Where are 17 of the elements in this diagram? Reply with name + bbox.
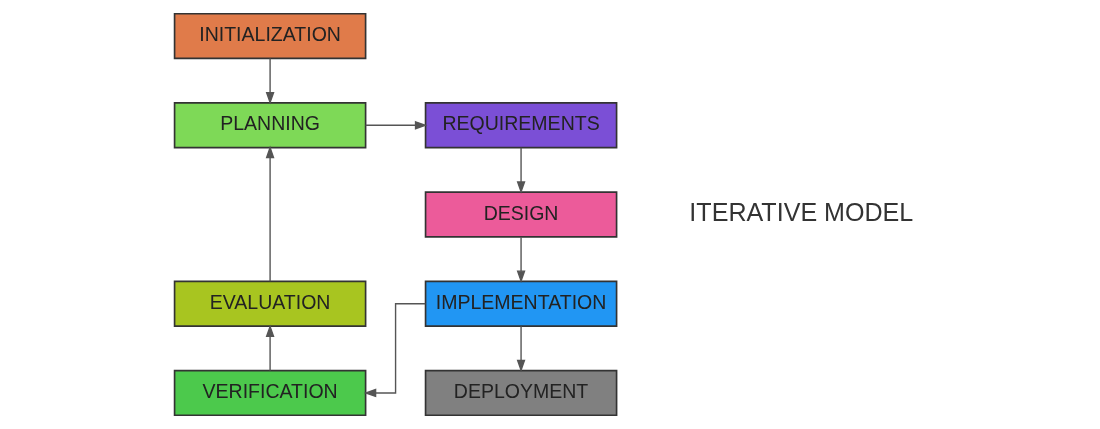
- arrow: [363, 303, 426, 398]
- node-box: INITIALIZATION: [173, 12, 367, 60]
- label: ITERATIVE MODEL: [689, 197, 914, 226]
- node-box: DESIGN: [424, 191, 618, 238]
- arrow: [265, 57, 275, 105]
- node-box: PLANNING: [173, 102, 367, 149]
- arrow: [365, 120, 428, 130]
- node-box: REQUIREMENTS: [424, 102, 618, 149]
- arrow: [516, 147, 526, 194]
- arrow: [265, 324, 275, 372]
- node-box: EVALUATION: [173, 280, 367, 327]
- node-box: DEPLOYMENT: [424, 369, 618, 417]
- arrow: [516, 325, 526, 373]
- node-box: IMPLEMENTATION: [424, 280, 618, 327]
- arrow: [516, 236, 526, 283]
- arrow: [265, 145, 275, 282]
- node-box: VERIFICATION: [173, 369, 367, 417]
